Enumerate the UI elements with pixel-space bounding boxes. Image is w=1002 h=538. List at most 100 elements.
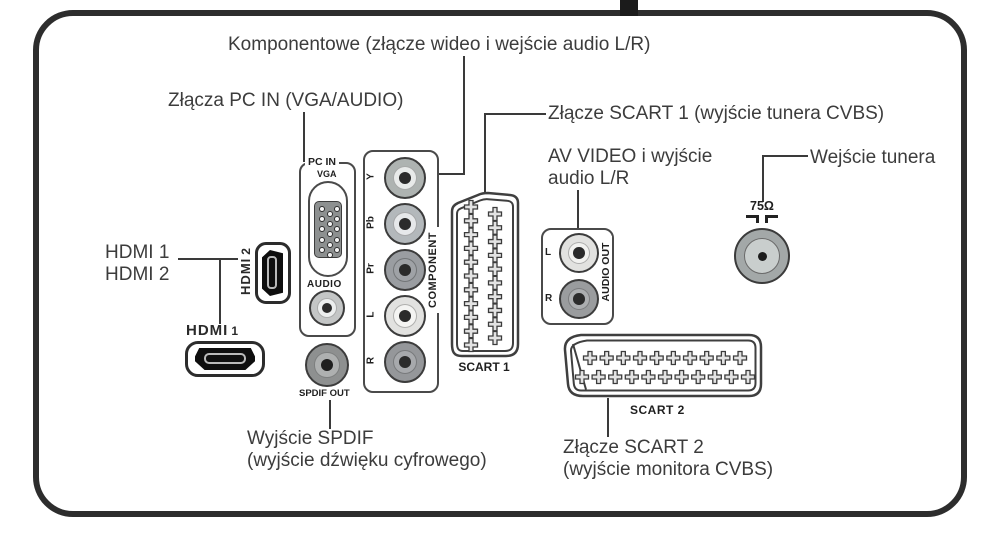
vga-pin-hole — [319, 246, 325, 253]
scart-pin — [599, 350, 614, 366]
vga-pin-hole — [326, 241, 333, 248]
scart-pin — [487, 206, 503, 222]
leader-scart2-v — [607, 398, 609, 437]
vga-pin-hole — [334, 226, 340, 233]
vga-pin-hole — [334, 206, 340, 212]
scart-pin — [487, 248, 503, 263]
scart-pin — [649, 350, 664, 366]
pc-in-title: PC IN — [305, 156, 340, 168]
component-title: COMPONENT — [427, 227, 439, 313]
vga-port — [314, 201, 342, 258]
audio-out-title: AUDIO OUT — [600, 236, 612, 308]
vga-pin-hole — [326, 251, 333, 258]
scart-pin — [641, 369, 656, 385]
scart-pin — [674, 369, 689, 385]
label-scart2: Złącze SCART 2 (wyjście monitora CVBS) — [563, 437, 774, 480]
vga-pin-hole — [319, 226, 325, 233]
scart-pin — [463, 282, 479, 297]
scart-pin — [691, 369, 706, 385]
vga-pin-hole — [326, 221, 333, 228]
scart-pin — [487, 317, 503, 332]
scart-pin — [463, 268, 479, 284]
component-jack-label-y: Y — [365, 173, 377, 180]
scart-pin — [657, 369, 673, 385]
leader-av-v — [577, 190, 579, 228]
label-scart1: Złącze SCART 1 (wyjście tunera CVBS) — [548, 103, 885, 124]
hdmi2-logo: HDMI2 — [238, 247, 253, 295]
scart2-pins — [574, 350, 756, 385]
scart1-pins — [463, 199, 503, 353]
audio-out-jack-l — [559, 233, 599, 273]
audio-out-label-r: R — [545, 293, 553, 304]
label-av-video: AV VIDEO i wyjście audio L/R — [548, 146, 713, 189]
scart-pin — [463, 255, 479, 270]
scart-pin — [463, 213, 479, 228]
leader-tuner-h — [764, 155, 808, 157]
scart-pin — [682, 350, 698, 366]
vga-pin-hole — [319, 216, 325, 223]
leader-scart1-h — [484, 113, 546, 115]
scart-pin — [463, 337, 479, 353]
vga-pin-hole — [326, 231, 333, 238]
scart-pin — [487, 220, 503, 235]
scart-pin — [740, 369, 756, 385]
audio-in-label: AUDIO — [307, 279, 342, 290]
label-tuner-input: Wejście tunera — [810, 147, 936, 168]
scart-pin — [707, 369, 722, 385]
audio-in-jack — [309, 290, 345, 326]
label-hdmi: HDMI 1 HDMI 2 — [105, 242, 170, 285]
vga-pin-hole — [326, 211, 333, 217]
antenna-symbol-left — [746, 215, 759, 223]
label-pc-in: Złącza PC IN (VGA/AUDIO) — [168, 90, 404, 111]
scart-pin — [591, 369, 606, 385]
scart-pin — [463, 227, 479, 242]
component-jack-pr — [384, 249, 426, 291]
scart-pin — [487, 275, 503, 291]
scart-pin — [724, 369, 739, 385]
component-jack-label-l: L — [365, 311, 377, 318]
component-jack-label-r: R — [365, 356, 377, 365]
scart-pin — [608, 369, 623, 385]
scart-pin — [487, 330, 503, 346]
vga-pin-hole — [334, 236, 340, 243]
scart-pin — [487, 303, 503, 318]
leader-scart1-v — [484, 113, 486, 195]
scart-pin — [463, 310, 479, 325]
scart-pin — [699, 350, 714, 366]
spdif-out-jack — [305, 343, 349, 387]
leader-component-h — [434, 173, 465, 175]
vga-pin-hole — [334, 246, 340, 253]
component-jack-label-pb: Pb — [365, 216, 377, 229]
component-jack-label-pr: Pr — [365, 263, 377, 274]
scart-pin — [632, 350, 648, 366]
scart-pin — [463, 241, 479, 256]
label-spdif-output: Wyjście SPDIF (wyjście dźwięku cyfrowego… — [247, 428, 487, 471]
scart2-title: SCART 2 — [630, 403, 685, 417]
scart-pin — [666, 350, 681, 366]
vga-label: VGA — [317, 169, 337, 179]
scart1-connector — [450, 191, 520, 358]
leader-hdmi-v — [219, 258, 221, 324]
component-jack-r — [384, 341, 426, 383]
hdmi1-slot — [204, 353, 246, 364]
leader-component-v — [463, 56, 465, 175]
scart-pin — [716, 350, 731, 366]
spdif-out-label: SPDIF OUT — [299, 388, 350, 399]
vga-pin-hole — [319, 236, 325, 243]
scart-pin — [616, 350, 631, 366]
scart-pin — [463, 199, 479, 215]
scart-pin — [732, 350, 748, 366]
component-jack-l — [384, 295, 426, 337]
scart-pin — [487, 289, 503, 304]
scart-pin — [574, 369, 590, 385]
scart-pin — [487, 234, 503, 249]
scart1-title: SCART 1 — [458, 360, 510, 374]
leader-pcin-v — [303, 112, 305, 162]
component-jack-y — [384, 157, 426, 199]
audio-out-jack-r — [559, 279, 599, 319]
scart-pin — [463, 324, 479, 339]
audio-out-label-l: L — [545, 247, 552, 258]
scart-pin — [463, 296, 479, 311]
